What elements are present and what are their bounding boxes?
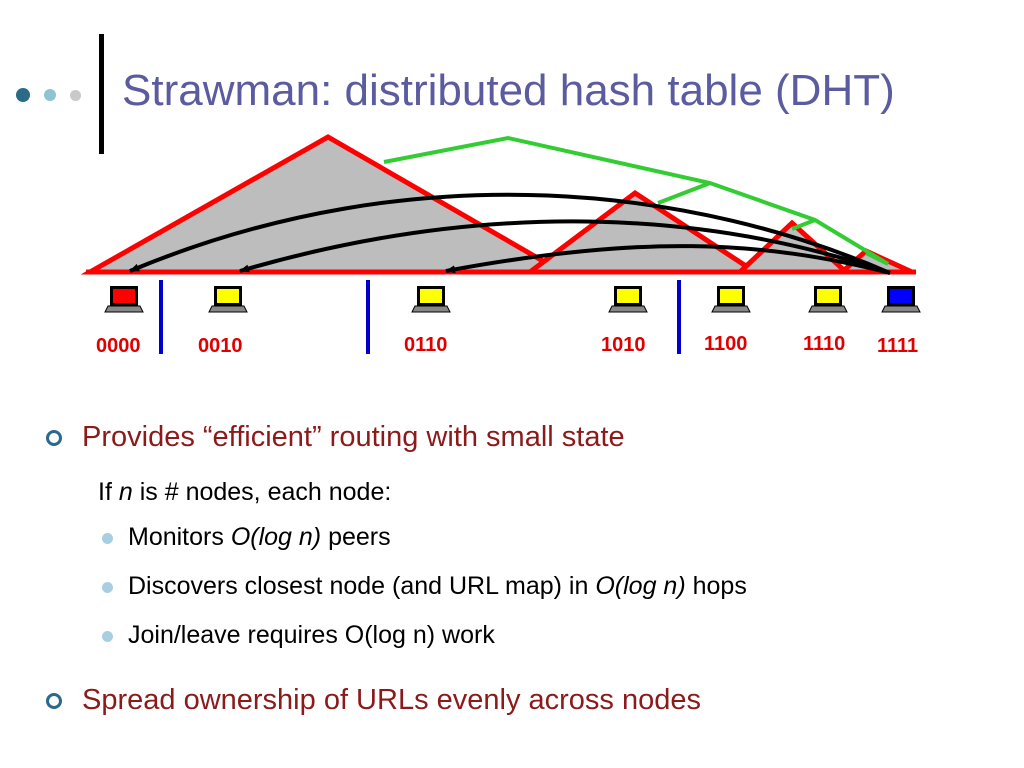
sub-bullet-join-leave: Join/leave requires O(log n) work bbox=[102, 621, 495, 650]
node-label-0110: 0110 bbox=[404, 334, 447, 356]
join-leave-text: Join/leave requires O(log n) work bbox=[128, 621, 495, 649]
sub-bullet-discovers: Discovers closest node (and URL map) in … bbox=[102, 572, 747, 601]
node-label-1110: 1110 bbox=[803, 333, 845, 355]
monitors-peers: peers bbox=[328, 523, 391, 551]
bullet-ownership-text: Spread ownership of URLs evenly across n… bbox=[82, 684, 701, 716]
node-label-1100: 1100 bbox=[704, 333, 747, 355]
tree-link-low bbox=[791, 218, 816, 231]
laptop-icon-1010 bbox=[608, 286, 648, 313]
dot-bullet-icon bbox=[102, 533, 113, 544]
ring-bullet-icon bbox=[46, 693, 62, 709]
tree-links bbox=[383, 135, 890, 266]
node-label-0010: 0010 bbox=[198, 335, 243, 357]
n-variable: n bbox=[118, 478, 133, 506]
bullet-routing-text: Provides “efficient” routing with small … bbox=[82, 421, 625, 453]
node-label-1111: 1111 bbox=[877, 335, 918, 357]
dht-diagram: 0000 0010 0110 1010 1100 1110 1111 bbox=[80, 134, 921, 357]
if-text: If bbox=[98, 478, 112, 506]
arrow-to-0110 bbox=[445, 244, 891, 275]
laptop-icon-0110 bbox=[411, 286, 451, 313]
discovers-hops: hops bbox=[692, 572, 747, 600]
monitors-text: Monitors bbox=[128, 523, 224, 551]
title-divider bbox=[99, 34, 104, 154]
triangle-0 bbox=[80, 134, 572, 275]
laptop-icon-1111 bbox=[881, 286, 921, 313]
laptop-icon-0000 bbox=[104, 286, 144, 313]
ring-bullet-icon bbox=[46, 430, 62, 446]
laptop-icon-0010 bbox=[208, 286, 248, 313]
bullet-routing: Provides “efficient” routing with small … bbox=[46, 421, 625, 454]
node-count-text: is # nodes, each node: bbox=[139, 478, 392, 506]
node-label-0000: 0000 bbox=[96, 335, 141, 357]
partition-dividers bbox=[159, 280, 681, 354]
dot-bullet-icon bbox=[102, 631, 113, 642]
node-icons bbox=[104, 286, 921, 313]
discovers-text: Discovers closest node (and URL map) in bbox=[128, 572, 589, 600]
title-dot-2 bbox=[44, 89, 56, 101]
node-count-line: If n is # nodes, each node: bbox=[98, 478, 391, 507]
laptop-icon-1110 bbox=[808, 286, 848, 313]
tree-link-mid bbox=[657, 181, 711, 205]
arrow-to-0010 bbox=[239, 219, 891, 275]
arrow-to-0000 bbox=[129, 192, 891, 275]
lookup-arrows bbox=[129, 192, 891, 275]
tree-link-leaf bbox=[865, 251, 889, 266]
title-dot-1 bbox=[16, 88, 30, 102]
laptop-icon-1100 bbox=[711, 286, 751, 313]
discovers-complexity: O(log n) bbox=[595, 572, 686, 600]
bullet-ownership: Spread ownership of URLs evenly across n… bbox=[46, 684, 701, 717]
node-label-1010: 1010 bbox=[601, 334, 646, 356]
title-dot-3 bbox=[70, 90, 81, 101]
dot-bullet-icon bbox=[102, 582, 113, 593]
node-labels: 0000 0010 0110 1010 1100 1110 1111 bbox=[96, 333, 918, 357]
sub-bullet-monitors: Monitors O(log n) peers bbox=[102, 523, 391, 552]
slide-title: Strawman: distributed hash table (DHT) bbox=[122, 66, 895, 115]
monitors-complexity: O(log n) bbox=[230, 523, 322, 551]
